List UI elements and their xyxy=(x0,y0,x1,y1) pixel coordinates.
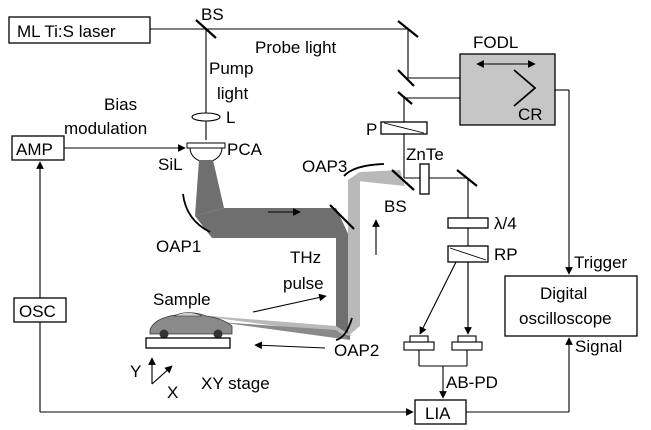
lia-box xyxy=(414,399,467,425)
oap2-label: OAP2 xyxy=(334,341,379,360)
fodl-label: FODL xyxy=(473,33,518,52)
osc-box xyxy=(13,297,67,323)
sample-car xyxy=(149,312,233,339)
pca-label: PCA xyxy=(227,140,263,159)
thz-arrow-to-sample xyxy=(252,293,327,313)
oap3-mirror xyxy=(343,163,385,177)
thz-label: THz xyxy=(290,248,321,267)
oap1-mirror xyxy=(182,193,211,233)
probe-light-label: Probe light xyxy=(255,38,337,57)
bias-label: Bias xyxy=(104,95,137,114)
sil-label: SiL xyxy=(158,155,183,174)
digital-oscilloscope-box xyxy=(504,275,638,337)
cr-label: CR xyxy=(518,105,543,124)
silicon-lens xyxy=(189,147,223,163)
mirror-probe-3 xyxy=(456,169,478,187)
sample-label: Sample xyxy=(153,290,211,309)
x-axis-arrow xyxy=(151,365,173,385)
xy-stage-label: XY stage xyxy=(201,374,270,393)
znte-crystal xyxy=(419,163,430,195)
bs-mid-label: BS xyxy=(384,197,407,216)
thz-turn-mirror xyxy=(329,204,355,230)
oscilloscope-label: oscilloscope xyxy=(519,309,612,328)
digital-label: Digital xyxy=(540,284,587,303)
oap3-label: OAP3 xyxy=(302,157,347,176)
laser-label: ML Ti:S laser xyxy=(17,22,116,41)
pca xyxy=(186,142,226,149)
signal-label: Signal xyxy=(575,337,622,356)
lia-label: LIA xyxy=(425,404,451,423)
mirror-probe-1 xyxy=(397,69,415,87)
ab-pd-detectors xyxy=(403,335,483,399)
ab-pd-label: AB-PD xyxy=(446,373,498,392)
pulse-label: pulse xyxy=(283,274,324,293)
oap1-label: OAP1 xyxy=(156,237,201,256)
oap2-mirror xyxy=(335,317,353,341)
lambda4-label: λ/4 xyxy=(494,214,517,233)
quarter-wave-plate xyxy=(447,217,489,229)
thz-beam xyxy=(195,160,405,340)
y-label: Y xyxy=(130,362,141,381)
mirror-top-right xyxy=(397,20,419,38)
amp-label: AMP xyxy=(16,140,53,159)
rp-label: RP xyxy=(494,245,518,264)
lens-label: L xyxy=(226,108,235,127)
trigger-label: Trigger xyxy=(574,253,628,272)
light-label: light xyxy=(217,84,248,103)
p-label: P xyxy=(366,120,377,139)
rp-deflected-beam xyxy=(419,261,457,335)
corner-reflector xyxy=(513,69,537,107)
modulation-label: modulation xyxy=(64,119,147,138)
beam-splitter-mid xyxy=(391,169,415,191)
pump-label: Pump xyxy=(209,59,253,78)
mirror-probe-2 xyxy=(397,91,413,105)
x-label: X xyxy=(167,383,178,402)
osc-label: OSC xyxy=(19,302,56,321)
lens xyxy=(191,112,221,122)
xy-stage xyxy=(145,337,231,349)
bs-top-label: BS xyxy=(201,5,224,24)
znte-label: ZnTe xyxy=(406,145,444,164)
laser-box xyxy=(8,16,151,44)
thz-arrow-from-sample xyxy=(254,341,326,350)
